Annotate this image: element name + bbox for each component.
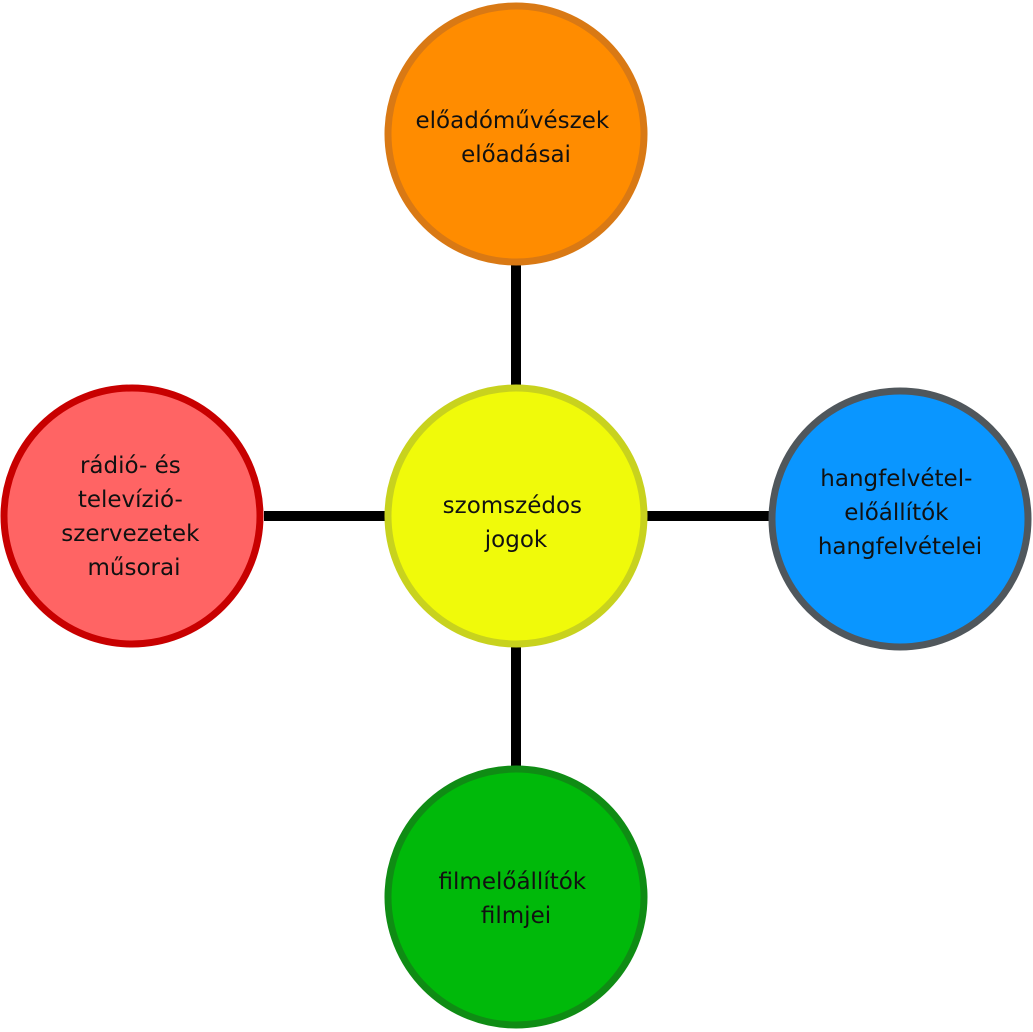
node-phonogram-producers: hangfelvétel- előállítók hangfelvételei — [768, 387, 1032, 651]
node-broadcasters-line-2: televízió- — [78, 487, 183, 513]
node-performers: előadóművészek előadásai — [384, 2, 648, 266]
node-performers-line-2: előadásai — [461, 142, 571, 168]
node-broadcasters-label: rádió- és televízió- szervezetek műsorai — [61, 453, 206, 581]
node-neighbouring-rights-circle — [384, 384, 648, 648]
node-neighbouring-rights: szomszédos jogok — [384, 384, 648, 648]
node-phonogram-producers-label: hangfelvétel- előállítók hangfelvételei — [818, 466, 982, 560]
node-broadcasters-line-4: műsorai — [88, 555, 181, 581]
node-broadcasters-line-1: rádió- és — [80, 453, 181, 479]
node-film-producers-line-2: filmjei — [481, 903, 551, 929]
node-neighbouring-rights-line-2: jogok — [484, 527, 548, 553]
node-neighbouring-rights-line-1: szomszédos — [443, 493, 582, 519]
node-broadcasters-line-3: szervezetek — [61, 521, 200, 547]
node-broadcasters-circle — [0, 384, 264, 648]
node-film-producers: filmelőállítók filmjei — [384, 765, 648, 1029]
node-phonogram-producers-line-3: hangfelvételei — [818, 534, 982, 560]
node-performers-circle — [384, 2, 648, 266]
node-film-producers-line-1: filmelőállítók — [439, 869, 587, 895]
node-phonogram-producers-line-2: előállítók — [844, 500, 949, 526]
node-phonogram-producers-circle — [768, 387, 1032, 651]
node-film-producers-label: filmelőállítók filmjei — [439, 869, 594, 929]
node-phonogram-producers-line-1: hangfelvétel- — [820, 466, 972, 492]
node-performers-label: előadóművészek előadásai — [416, 108, 617, 168]
node-performers-line-1: előadóművészek — [416, 108, 610, 134]
node-neighbouring-rights-label: szomszédos jogok — [443, 493, 590, 553]
node-broadcasters: rádió- és televízió- szervezetek műsorai — [0, 384, 264, 648]
node-film-producers-circle — [384, 765, 648, 1029]
